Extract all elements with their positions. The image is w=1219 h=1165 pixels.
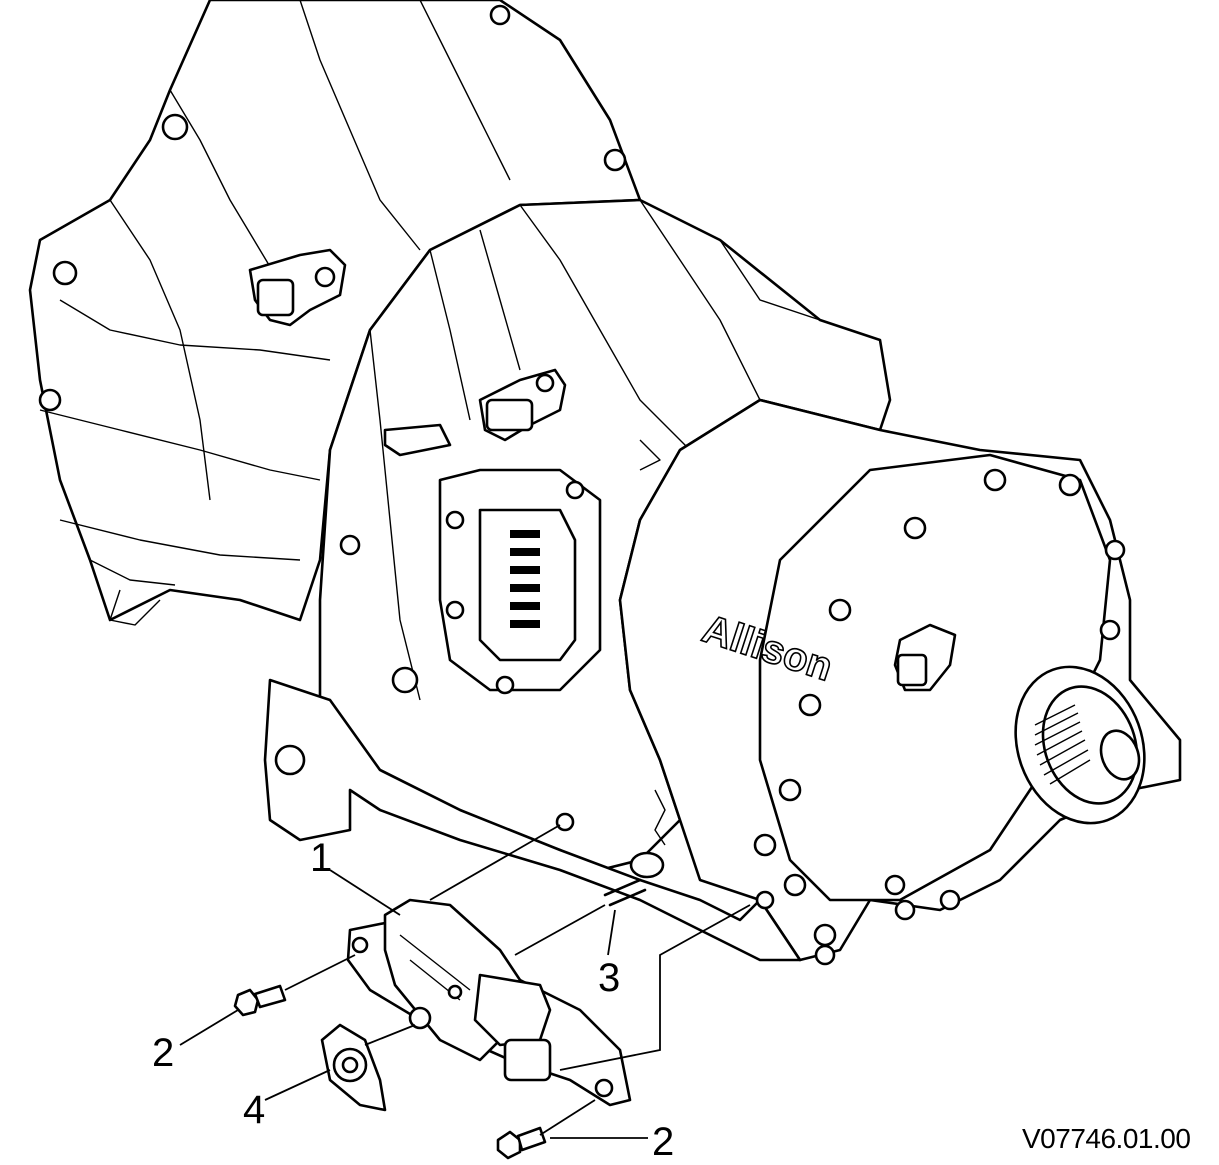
callout-4: 4 — [243, 1088, 266, 1132]
extension-housing: Allison — [618, 398, 1182, 966]
callout-3: 3 — [598, 956, 621, 1000]
case-bottom — [263, 678, 802, 962]
shift-shaft — [603, 789, 666, 907]
mounting-bracket — [320, 1023, 387, 1112]
bell-housing-sensor — [248, 248, 347, 327]
output-shaft — [1014, 665, 1146, 825]
callout-1: 1 — [310, 836, 333, 880]
callout-2-lower: 2 — [652, 1120, 675, 1164]
bell-housing — [28, 0, 642, 626]
case-sensor — [478, 368, 567, 442]
main-case — [318, 198, 892, 872]
figure-id: V07746.01.00 — [1022, 1123, 1191, 1154]
callout-2-upper: 2 — [152, 1031, 175, 1075]
range-switch — [346, 898, 632, 1107]
bolt-lower — [496, 1126, 547, 1160]
leader-lines — [179, 824, 751, 1139]
gear-teeth — [510, 530, 540, 628]
bolt-upper — [233, 984, 287, 1017]
